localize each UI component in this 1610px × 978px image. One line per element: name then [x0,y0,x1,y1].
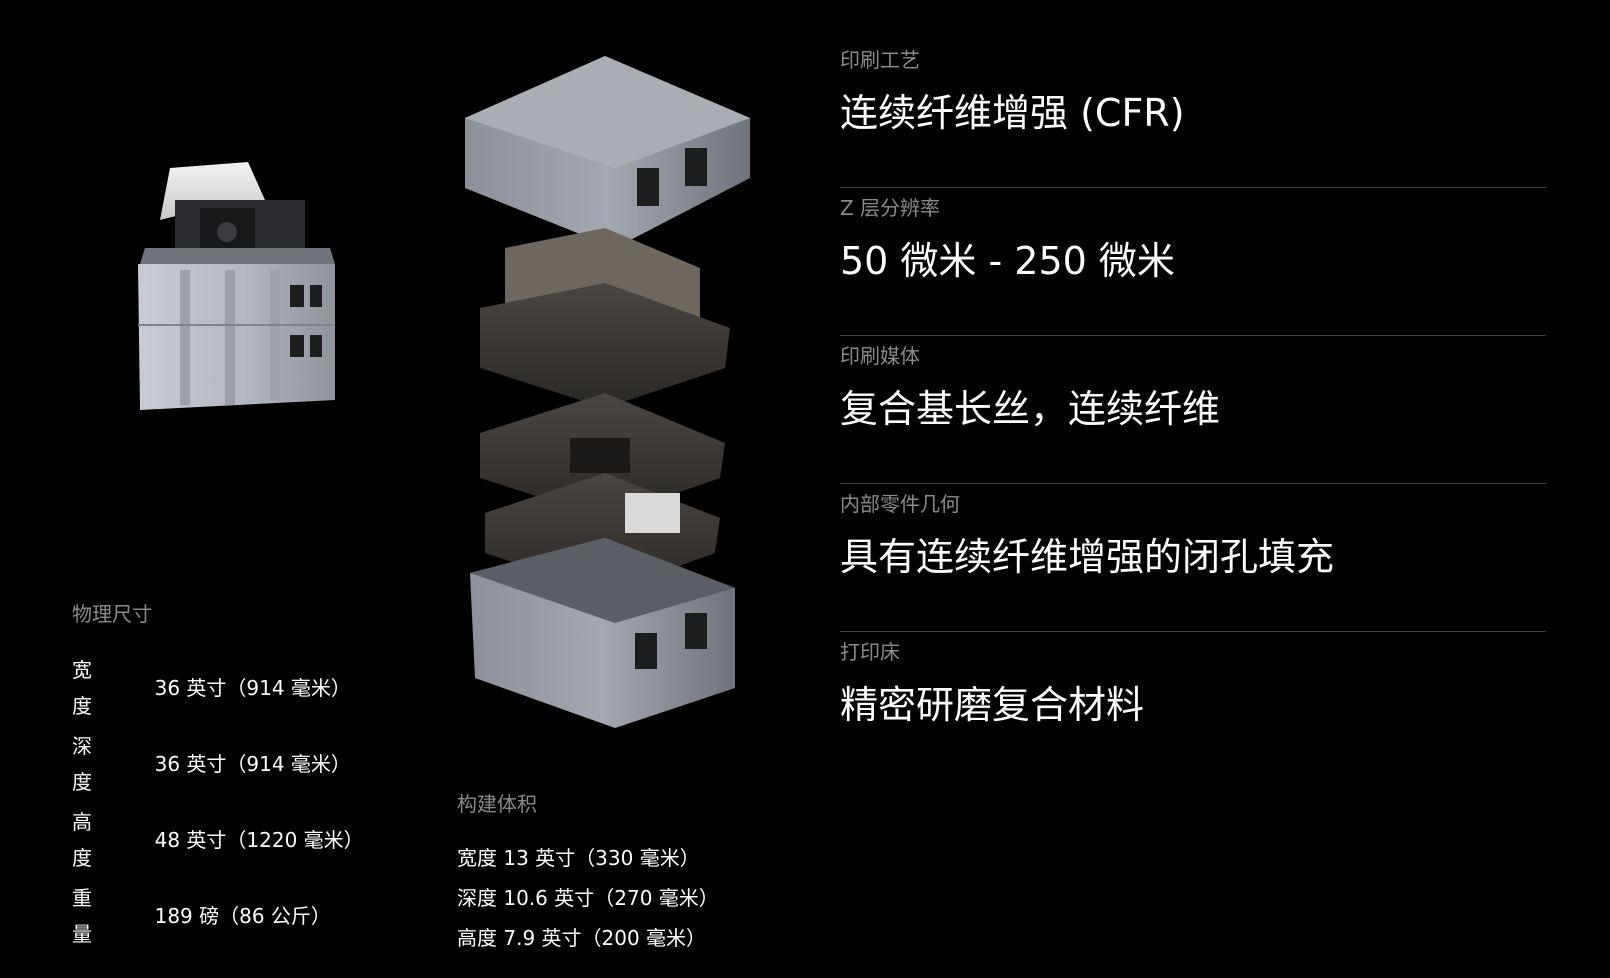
table-row: 重量 189 磅（86 公斤） [72,876,372,952]
dimension-value: 48 英寸（1220 毫米） [154,828,364,852]
spec-label: 内部零件几何 [840,492,960,516]
dimension-value: 36 英寸（914 毫米） [154,752,351,776]
dimension-key: 高度 [72,810,92,870]
spec-item-print-bed: 打印床 精密研磨复合材料 [840,632,1546,780]
spec-label: 打印床 [840,640,900,664]
dimension-key: 宽度 [72,658,92,718]
spec-label: Z 层分辨率 [840,196,941,220]
table-row: 深度 36 英寸（914 毫米） [72,724,372,800]
build-volume-label: 构建体积 [457,792,537,816]
spec-value: 复合基长丝，连续纤维 [840,387,1221,431]
spec-value: 具有连续纤维增强的闭孔填充 [840,535,1335,579]
spec-value: 连续纤维增强 (CFR) [840,91,1185,135]
dimension-key: 重量 [72,886,92,946]
spec-value: 50 微米 - 250 微米 [840,239,1175,283]
dimension-value: 36 英寸（914 毫米） [154,676,351,700]
list-item: 深度 10.6 英寸（270 毫米） [457,886,719,910]
dimension-value: 189 磅（86 公斤） [154,904,331,928]
spec-item-printing-process: 印刷工艺 连续纤维增强 (CFR) [840,40,1546,188]
spec-value: 精密研磨复合材料 [840,683,1145,727]
spec-list: 印刷工艺 连续纤维增强 (CFR) Z 层分辨率 50 微米 - 250 微米 … [840,40,1546,780]
physical-dimensions-table: 宽度 36 英寸（914 毫米） 深度 36 英寸（914 毫米） 高度 48 … [72,652,372,952]
spec-item-z-resolution: Z 层分辨率 50 微米 - 250 微米 [840,188,1546,336]
spec-item-part-geometry: 内部零件几何 具有连续纤维增强的闭孔填充 [840,484,1546,632]
list-item: 宽度 13 英寸（330 毫米） [457,846,700,870]
spec-label: 印刷媒体 [840,344,920,368]
build-volume-list: 宽度 13 英寸（330 毫米） 深度 10.6 英寸（270 毫米） 高度 7… [457,838,719,958]
printer-case-closed-image [138,162,335,410]
list-item: 高度 7.9 英寸（200 毫米） [457,926,707,950]
physical-dimensions-label: 物理尺寸 [72,602,152,626]
printer-case-exploded-image [465,56,750,728]
table-row: 高度 48 英寸（1220 毫米） [72,800,372,876]
spec-label: 印刷工艺 [840,48,920,72]
table-row: 宽度 36 英寸（914 毫米） [72,652,372,724]
spec-item-print-media: 印刷媒体 复合基长丝，连续纤维 [840,336,1546,484]
dimension-key: 深度 [72,734,92,794]
